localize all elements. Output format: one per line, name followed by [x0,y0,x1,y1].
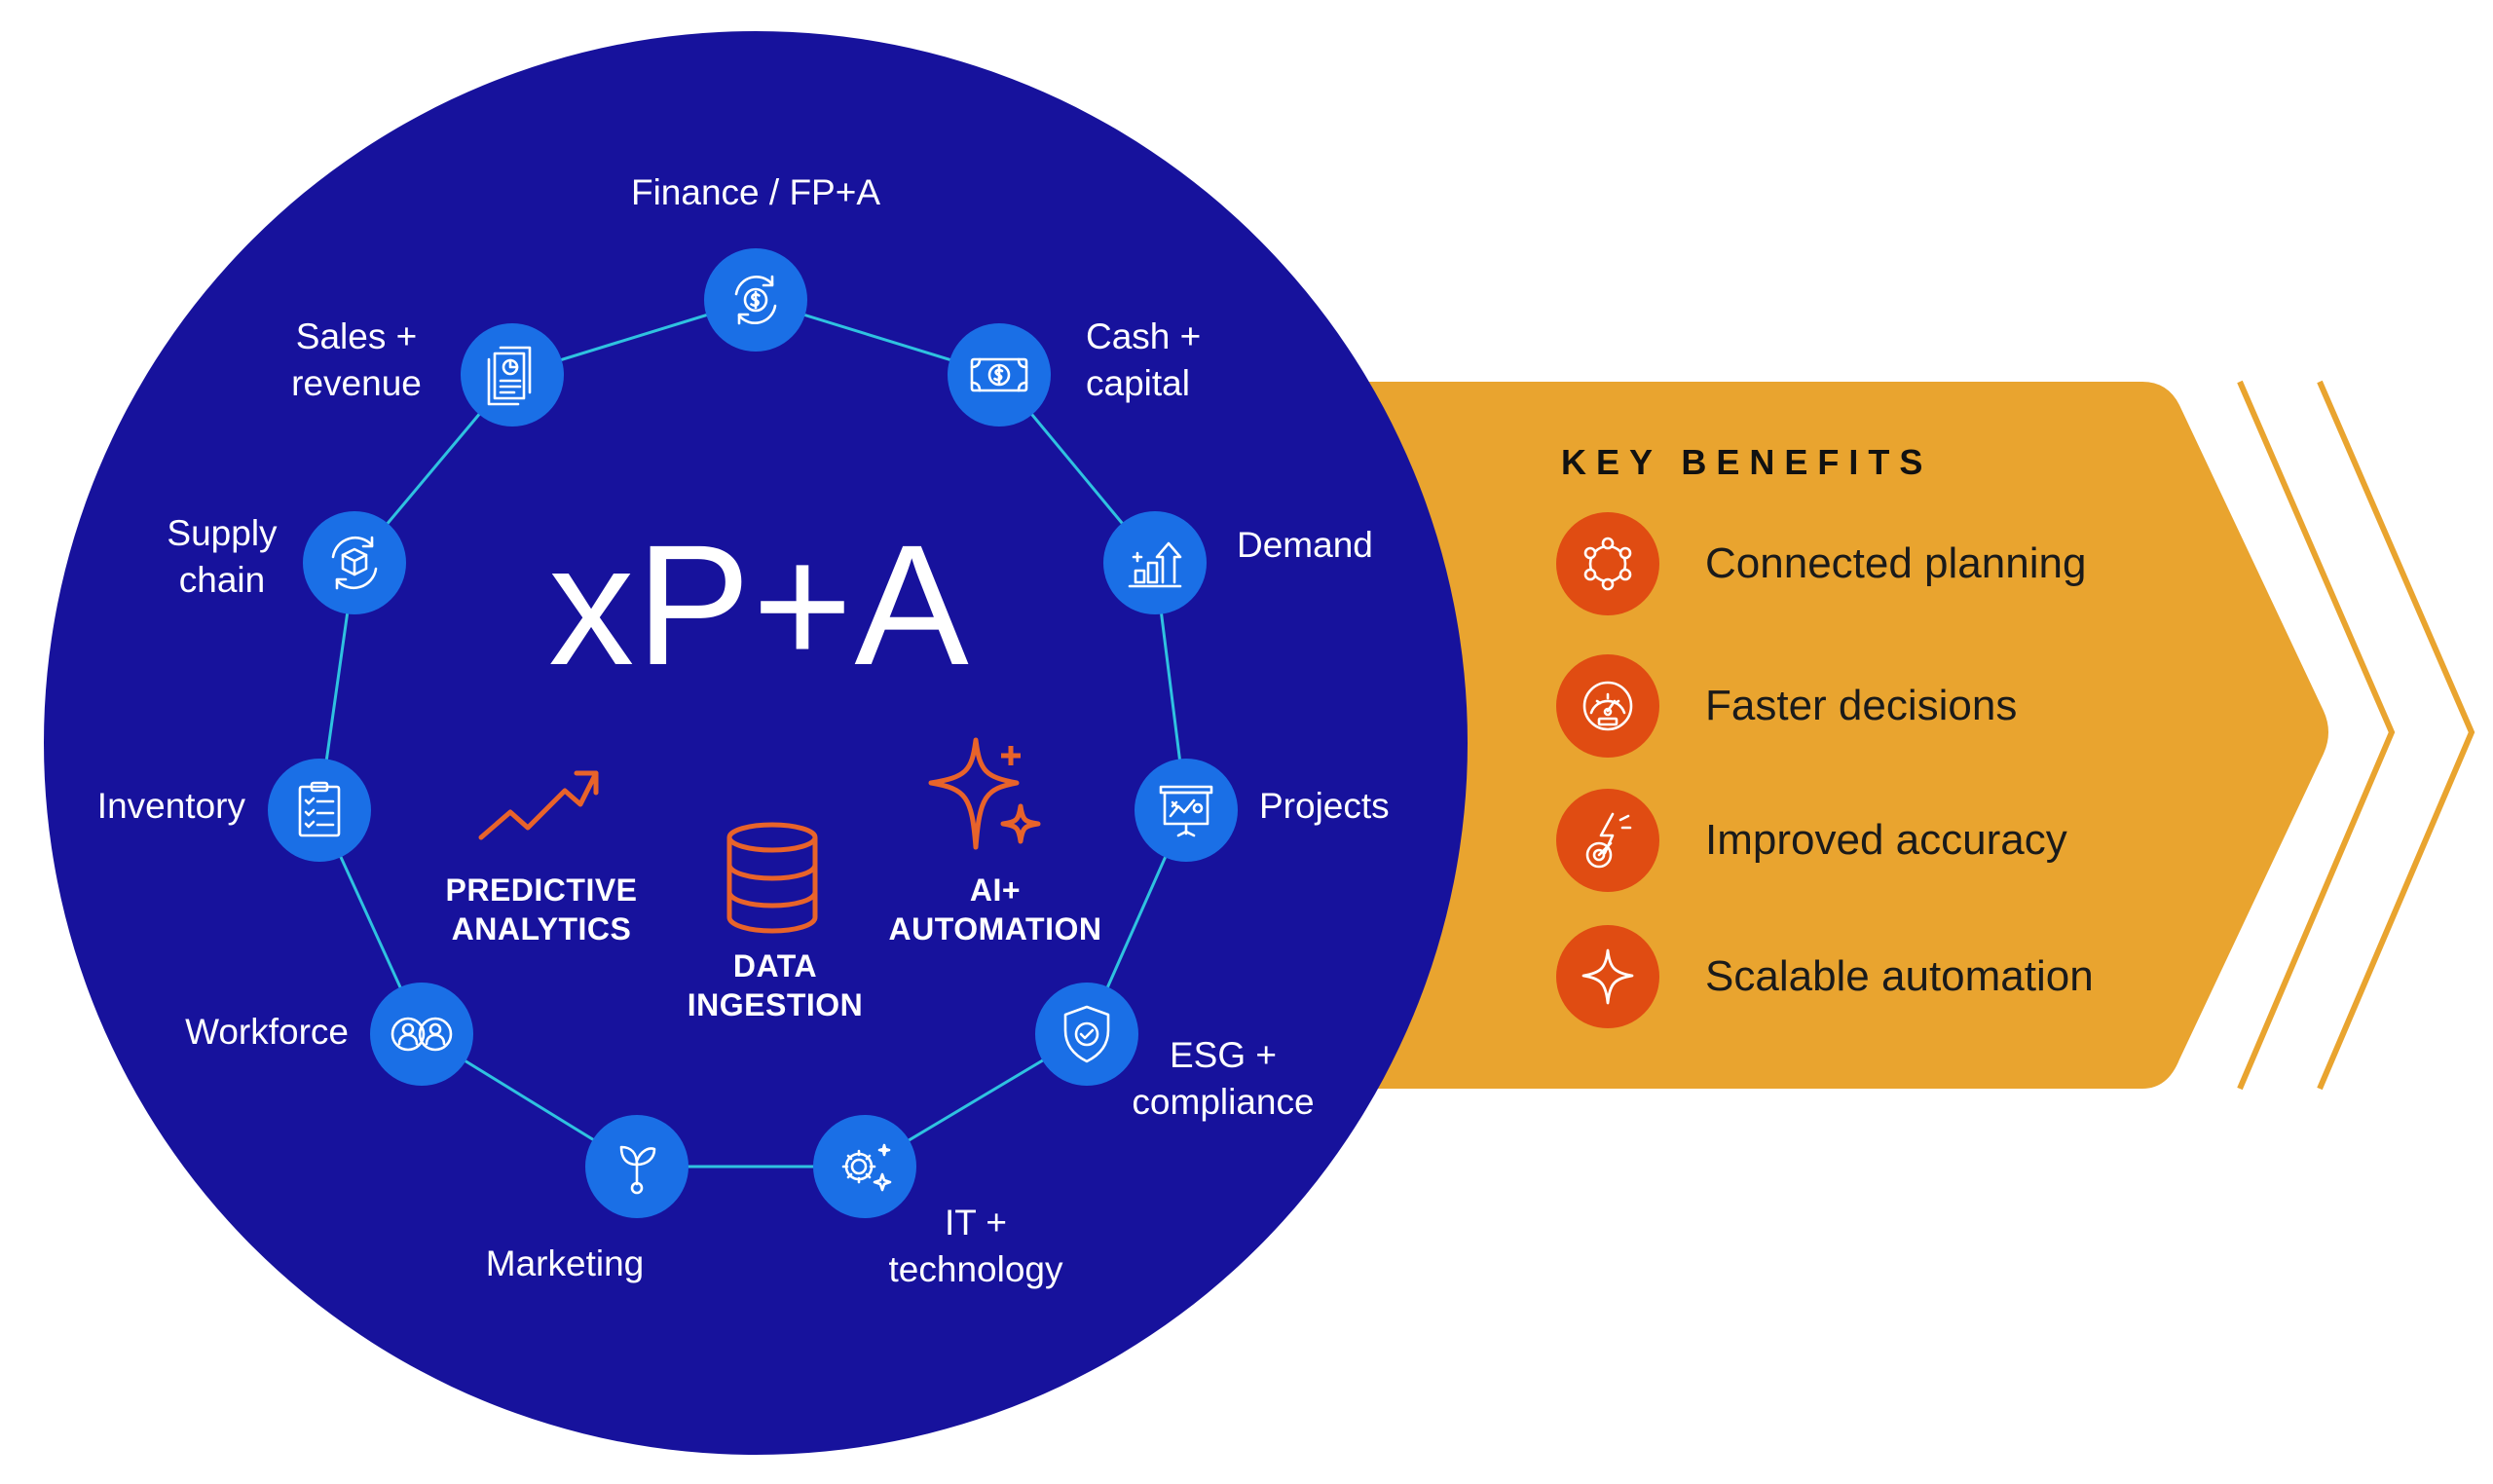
demand-chart-icon [1128,541,1182,588]
label-demand: Demand [1237,525,1373,565]
connected-nodes-icon [1583,537,1632,591]
label-sales: Sales +revenue [291,316,422,403]
benefit-label: Faster decisions [1705,682,2018,729]
clipboard-checklist-icon [298,781,341,837]
label-cash: Cash +capital [1086,316,1202,403]
sprout-icon [619,1145,656,1195]
shield-check-icon [1063,1005,1110,1063]
label-it: IT +technology [888,1203,1063,1289]
xpa-circle [44,31,1468,1455]
finance-cycle-icon [734,275,777,325]
benefit-icon-circle [1556,654,1659,758]
node-inventory[interactable] [268,759,371,862]
node-sales[interactable] [461,323,564,427]
benefit-label: Connected planning [1705,539,2087,587]
node-demand[interactable] [1103,511,1207,614]
benefits-heading: KEY BENEFITS [1561,442,1933,482]
sparkles-icon [928,737,1041,850]
bolt-target-icon [1585,812,1632,869]
label-ai-automation: AI+AUTOMATION [888,872,1102,946]
speed-gauge-icon [1582,681,1633,731]
database-icon [726,822,818,934]
box-cycle-icon [331,536,378,590]
node-esg[interactable] [1035,983,1138,1086]
trend-arrow-icon [478,770,599,840]
benefit-label: Scalable automation [1705,952,2094,1000]
chevron-line-2 [2317,380,2475,1091]
label-esg: ESG +compliance [1132,1035,1315,1122]
node-projects[interactable] [1135,759,1238,862]
benefit-icon-circle [1556,925,1659,1028]
report-document-icon [487,346,532,406]
banknote-icon [970,357,1028,392]
chevron-line-1 [2237,380,2396,1091]
node-supply[interactable] [303,511,406,614]
node-marketing[interactable] [585,1115,688,1218]
people-icon [391,1017,453,1052]
sparkle-star-icon [1581,948,1634,1005]
label-finance: Finance / FP+A [630,172,881,212]
benefit-item: Connected planning [1556,512,2238,615]
benefit-icon-circle [1556,512,1659,615]
node-cash[interactable] [948,323,1051,427]
benefit-label: Improved accuracy [1705,816,2067,864]
label-inventory: Inventory [96,786,245,826]
node-it[interactable] [813,1115,916,1218]
hub-title: xP+A [548,510,971,701]
presentation-board-icon [1159,785,1213,837]
label-workforce: Workforce [185,1012,349,1052]
benefit-item: Improved accuracy [1556,789,2238,892]
benefit-item: Scalable automation [1556,925,2238,1028]
node-finance[interactable] [704,248,807,352]
node-workforce[interactable] [370,983,473,1086]
gear-sparkle-icon [841,1143,892,1192]
label-projects: Projects [1259,786,1390,826]
benefit-icon-circle [1556,789,1659,892]
benefit-item: Faster decisions [1556,654,2238,758]
label-marketing: Marketing [485,1243,645,1283]
